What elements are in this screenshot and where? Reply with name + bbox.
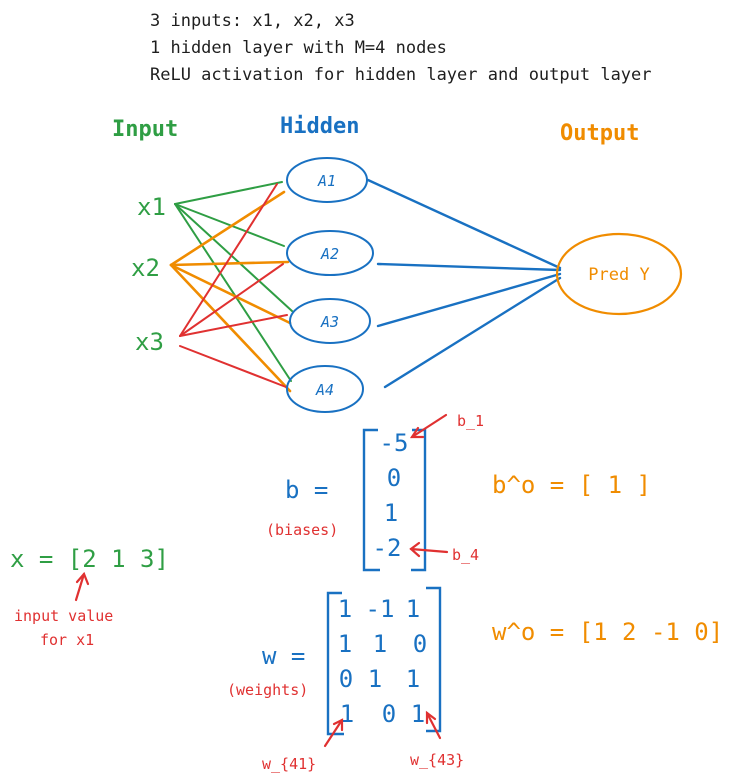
edge-x1-a1	[174, 181, 283, 205]
edges-x1	[174, 181, 293, 382]
edge-x3-a1	[179, 183, 278, 337]
x1-value-arrow	[74, 571, 90, 602]
b1-arrow	[409, 413, 448, 439]
hidden-node-a3-shape	[289, 298, 371, 344]
hidden-node-a2-label: A2	[320, 245, 339, 263]
edge-a4-pred	[383, 276, 562, 389]
weight-1-3: 1	[406, 595, 420, 623]
output-weights: w^o = [1 2 -1 0]	[492, 618, 723, 646]
hidden-node-a4: A4	[286, 365, 364, 413]
note-line-3: ReLU activation for hidden layer and out…	[150, 65, 652, 85]
weights-bracket-right	[426, 586, 442, 733]
hidden-node-a3-label: A3	[320, 313, 339, 331]
input-label-x2: x2	[131, 254, 160, 282]
bias-caption: (biases)	[266, 521, 338, 539]
w41-arrow	[323, 718, 344, 748]
b4-arrow	[409, 541, 449, 558]
input-layer-title: Input	[112, 117, 178, 142]
edge-x1-a2	[174, 203, 285, 247]
edge-x2-a2	[169, 260, 290, 267]
weight-3-2: 1	[368, 665, 382, 693]
output-layer-title: Output	[560, 121, 639, 146]
weight-2-2: 1	[373, 630, 387, 658]
weight-1-1: 1	[338, 595, 352, 623]
edges-hidden-output	[366, 178, 562, 389]
hidden-node-a2: A2	[286, 230, 374, 276]
output-node-shape	[555, 232, 683, 316]
b1-annotation: b_1	[457, 412, 484, 430]
edge-x1-a3	[174, 203, 293, 312]
x-annotation-line-1: input value	[14, 607, 113, 625]
weight-3-3: 1	[406, 665, 420, 693]
hidden-node-a4-label: A4	[315, 381, 334, 399]
edge-x3-a3	[179, 314, 288, 337]
weight-2-3: 0	[413, 630, 427, 658]
x-annotation-line-2: for x1	[40, 631, 94, 649]
note-line-2: 1 hidden layer with M=4 nodes	[150, 38, 447, 58]
edge-a1-pred	[366, 178, 562, 270]
weight-1-2: -1	[366, 595, 395, 623]
weight-4-2: 0	[382, 700, 396, 728]
weight-2-1: 1	[338, 630, 352, 658]
hidden-layer-title: Hidden	[280, 114, 359, 139]
hidden-node-a1-shape	[286, 157, 368, 203]
edge-x3-a2	[179, 263, 284, 337]
w43-annotation: w_{43}	[410, 751, 464, 769]
input-label-x3: x3	[135, 328, 164, 356]
x-vector: x = [2 1 3]	[10, 545, 169, 573]
bias-bracket-left	[362, 428, 380, 572]
output-node: Pred Y	[555, 232, 683, 316]
b4-annotation: b_4	[452, 546, 479, 564]
hidden-node-a4-shape	[286, 365, 364, 413]
bias-bracket-right	[411, 428, 427, 572]
note-line-1: 3 inputs: x1, x2, x3	[150, 11, 355, 31]
bias-value-1: -5	[380, 429, 409, 457]
edge-x3-a4	[179, 345, 287, 388]
hidden-node-a1-label: A1	[317, 172, 336, 190]
edge-x1-a4	[174, 203, 292, 382]
hidden-node-a3: A3	[289, 298, 371, 344]
bias-value-2: 0	[387, 464, 401, 492]
w43-arrow	[425, 710, 442, 740]
bias-label: b =	[285, 476, 328, 504]
weights-bracket-left	[326, 591, 344, 736]
weight-3-1: 0	[339, 665, 353, 693]
weight-4-3: 1	[411, 700, 425, 728]
output-bias: b^o = [ 1 ]	[492, 471, 651, 499]
edge-x2-a1	[169, 190, 286, 267]
weights-caption: (weights)	[227, 681, 308, 699]
w41-annotation: w_{41}	[262, 755, 316, 773]
edge-a2-pred	[376, 262, 562, 272]
input-label-x1: x1	[137, 193, 166, 221]
output-node-label: Pred Y	[588, 265, 649, 285]
edges-x3	[179, 183, 288, 388]
bias-value-4: -2	[373, 534, 402, 562]
bias-value-3: 1	[384, 499, 398, 527]
hidden-node-a1: A1	[286, 157, 368, 203]
edge-x2-a4	[169, 263, 292, 393]
weight-4-1: 1	[340, 700, 354, 728]
edge-a3-pred	[376, 272, 562, 328]
edge-x2-a3	[169, 263, 292, 325]
weights-label: w =	[262, 642, 305, 670]
hidden-node-a2-shape	[286, 230, 374, 276]
